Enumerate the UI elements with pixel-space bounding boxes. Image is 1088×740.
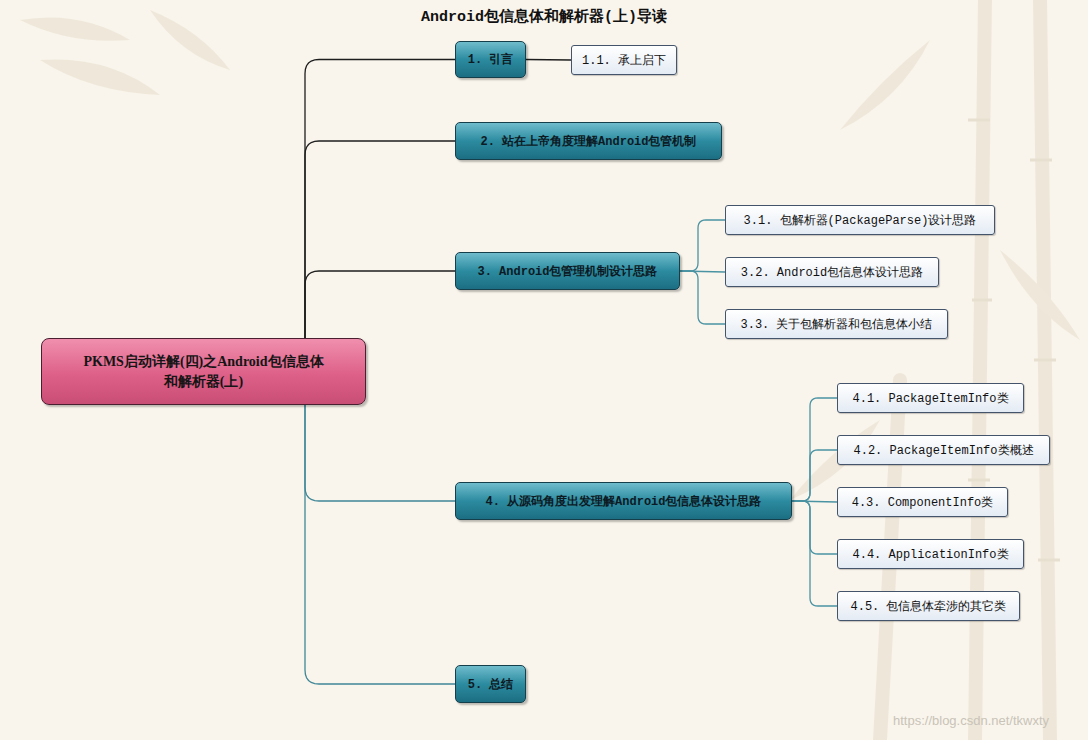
main-topic: 1. 引言 [455,41,526,78]
node-label: 4.1. PackageItemInfo类 [852,390,1008,407]
node-label: 5. 总结 [468,676,514,693]
subtopic: 4.3. ComponentInfo类 [837,487,1008,517]
node-label: 1. 引言 [468,51,514,68]
node-label: 3. Android包管理机制设计思路 [477,263,657,280]
branch-connector [526,59,571,61]
branch-connector [792,450,837,501]
branch-connector [305,141,455,338]
node-label: 4.4. ApplicationInfo类 [852,546,1008,563]
main-topic: 4. 从源码角度出发理解Android包信息体设计思路 [455,482,792,520]
branch-connector [792,398,837,501]
main-topic: 5. 总结 [455,665,526,703]
node-text-group: 4.3. ComponentInfo类 [852,494,994,511]
node-label: 1.1. 承上启下 [582,52,666,69]
branch-connector [792,501,837,554]
node-text-group: 3.2. Android包信息体设计思路 [741,264,923,281]
bamboo-leaf [40,59,160,95]
node-text-group: 1. 引言 [468,51,514,68]
main-topic: 3. Android包管理机制设计思路 [455,252,680,290]
branch-connector [680,220,725,271]
subtopic: 1.1. 承上启下 [571,45,677,75]
bamboo-stalk [975,0,985,740]
watermark: https://blog.csdn.net/tkwxty [893,713,1049,728]
central-topic: PKMS启动详解(四)之Android包信息体 和解析器(上) [41,338,366,405]
branch-connector [305,60,455,339]
node-label: 4.3. ComponentInfo类 [852,494,994,511]
main-topic: 2. 站在上帝角度理解Android包管机制 [455,122,722,160]
node-label: 2. 站在上帝角度理解Android包管机制 [480,133,696,150]
node-label: 3.3. 关于包解析器和包信息体小结 [740,316,932,333]
subtopic: 4.4. ApplicationInfo类 [837,539,1024,569]
bamboo-leaf [1000,250,1080,340]
branch-connector [792,501,837,606]
diagram-title: Android包信息体和解析器(上)导读 [0,7,1088,26]
node-text-group: 4.2. PackageItemInfo类概述 [853,442,1033,459]
branch-connector [305,405,455,501]
node-label: 4. 从源码角度出发理解Android包信息体设计思路 [485,493,761,510]
branch-connector [680,271,725,324]
subtopic: 3.1. 包解析器(PackageParse)设计思路 [725,205,995,235]
bamboo-leaf [840,40,930,130]
node-text-group: 4.5. 包信息体牵涉的其它类 [850,598,1006,615]
node-text-group: 5. 总结 [468,676,514,693]
node-text-group: 4.4. ApplicationInfo类 [852,546,1008,563]
bamboo-leaf [20,18,130,41]
node-text-group: 1.1. 承上启下 [582,52,666,69]
node-text-group: 2. 站在上帝角度理解Android包管机制 [480,133,696,150]
node-label: 4.5. 包信息体牵涉的其它类 [850,598,1006,615]
node-label: PKMS启动详解(四)之Android包信息体 和解析器(上) [62,352,345,391]
node-label: 4.2. PackageItemInfo类概述 [853,442,1033,459]
subtopic: 3.2. Android包信息体设计思路 [725,257,939,287]
branch-connector [305,271,455,338]
bamboo-leaf [150,10,230,70]
node-text-group: 3.3. 关于包解析器和包信息体小结 [740,316,932,333]
node-label: 3.2. Android包信息体设计思路 [741,264,923,281]
node-text-group: PKMS启动详解(四)之Android包信息体 和解析器(上) [62,352,345,391]
branch-connector [305,405,455,684]
subtopic: 4.2. PackageItemInfo类概述 [837,435,1050,465]
node-text-group: 4.1. PackageItemInfo类 [852,390,1008,407]
node-label: 3.1. 包解析器(PackageParse)设计思路 [744,212,977,229]
subtopic: 3.3. 关于包解析器和包信息体小结 [725,309,948,339]
subtopic: 4.1. PackageItemInfo类 [837,383,1024,413]
bamboo-stalk [1040,0,1050,740]
node-text-group: 3. Android包管理机制设计思路 [477,263,657,280]
subtopic: 4.5. 包信息体牵涉的其它类 [837,591,1020,621]
node-text-group: 4. 从源码角度出发理解Android包信息体设计思路 [485,493,761,510]
node-text-group: 3.1. 包解析器(PackageParse)设计思路 [744,212,977,229]
